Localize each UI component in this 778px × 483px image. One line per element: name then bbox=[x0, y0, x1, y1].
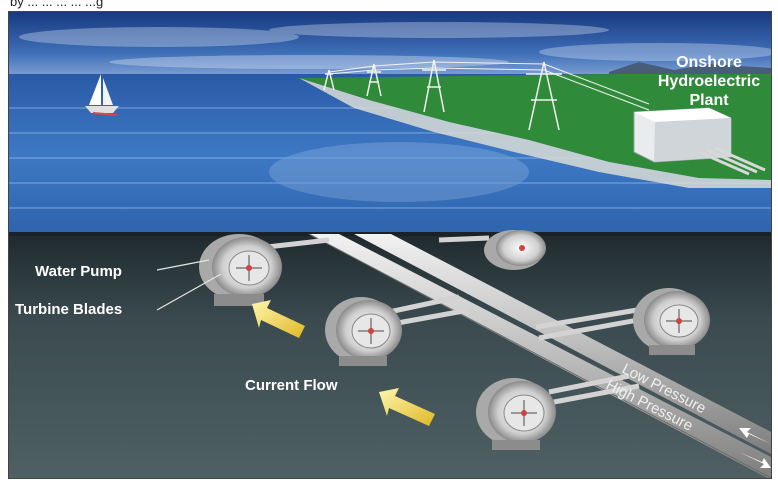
turbine-blades-label: Turbine Blades bbox=[15, 301, 122, 318]
current-flow-label: Current Flow bbox=[245, 377, 338, 394]
diagram-frame: Onshore Hydroelectric Plant Water Pump T… bbox=[8, 11, 772, 479]
plant-label-line2: Hydroelectric bbox=[658, 73, 760, 90]
plant-label-line1: Onshore bbox=[676, 54, 742, 71]
top-caption: by ... ... ... ... ...g bbox=[10, 0, 103, 9]
water-pump-label: Water Pump bbox=[35, 263, 122, 280]
diagram-canvas: Onshore Hydroelectric Plant Water Pump T… bbox=[9, 12, 771, 478]
plant-label-line3: Plant bbox=[689, 92, 729, 109]
